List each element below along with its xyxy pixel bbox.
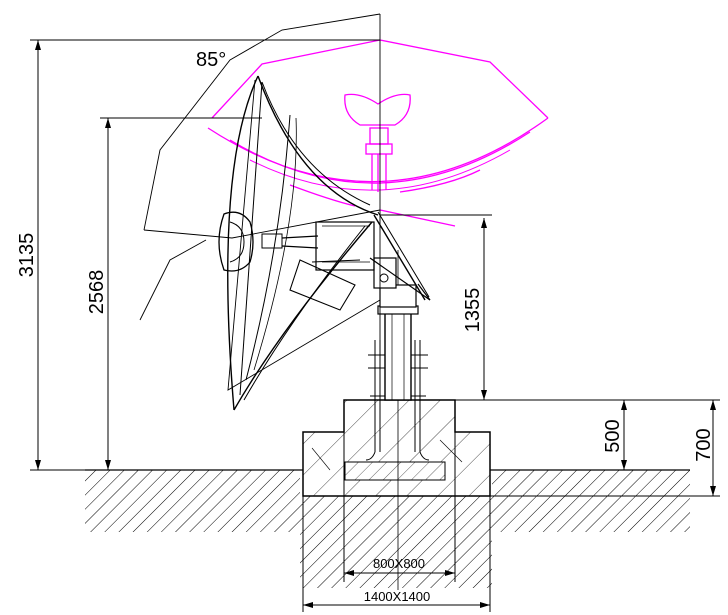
- support-post: [369, 257, 431, 401]
- dimension-lines: [30, 39, 720, 612]
- dim-plinth-size: 800X800: [373, 556, 425, 571]
- reflector-swept-envelope: [139, 13, 381, 400]
- dim-total-height: 3135: [16, 233, 38, 278]
- foundation-block: [302, 250, 491, 590]
- dim-plinth-height: 500: [602, 419, 624, 452]
- dim-foundation-size: 1400X1400: [364, 589, 431, 604]
- stowed-position-outline: [207, 39, 549, 227]
- dim-foundation-height: 700: [693, 428, 715, 461]
- dim-elevation-angle: 85°: [196, 49, 226, 71]
- dimension-arrowheads: [35, 40, 716, 608]
- tilted-dish: [218, 75, 430, 411]
- dim-pivot-height: 2568: [86, 270, 108, 315]
- ground-section: [85, 469, 690, 588]
- dim-post-height: 1355: [462, 288, 484, 333]
